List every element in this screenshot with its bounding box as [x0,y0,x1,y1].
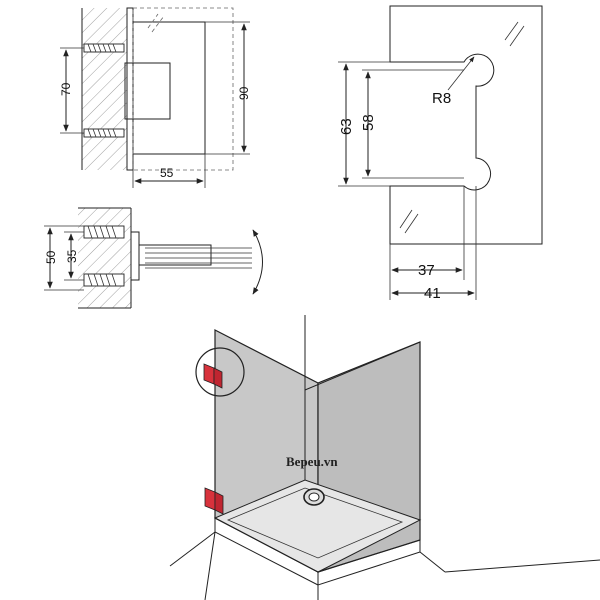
dimension-63: 63 [338,118,355,135]
plan-anchor-top [83,225,125,239]
watermark: Bepeu.vn [286,454,338,469]
shower-enclosure-illustration: Bepeu.vn [169,315,600,600]
hinge-body [132,21,206,155]
wall-plan-section [78,208,131,308]
radius-label: R8 [432,90,451,107]
plan-anchor-bottom [83,273,125,287]
dimension-70: 70 [59,82,73,96]
dimension-58: 58 [360,114,377,131]
glass-outline [389,5,543,245]
dimension-37: 37 [418,262,435,279]
anchor-top [83,43,125,53]
hinge-top [203,363,223,389]
swing-arrow [252,229,263,295]
dimension-90: 90 [237,86,251,100]
anchor-bottom [83,128,125,138]
wall-section [82,8,127,170]
dimension-35: 35 [65,249,79,263]
hinge-bottom [204,487,224,515]
hinge-side-view: 70 90 55 [59,7,251,188]
dimension-55: 55 [160,166,174,180]
dimension-50: 50 [44,250,58,264]
dimension-41: 41 [424,285,441,302]
hinge-highlight-circle [195,347,245,397]
glass-cutout-view: R8 63 58 37 41 [338,5,543,302]
hinge-plan-view: 50 35 [44,207,263,309]
